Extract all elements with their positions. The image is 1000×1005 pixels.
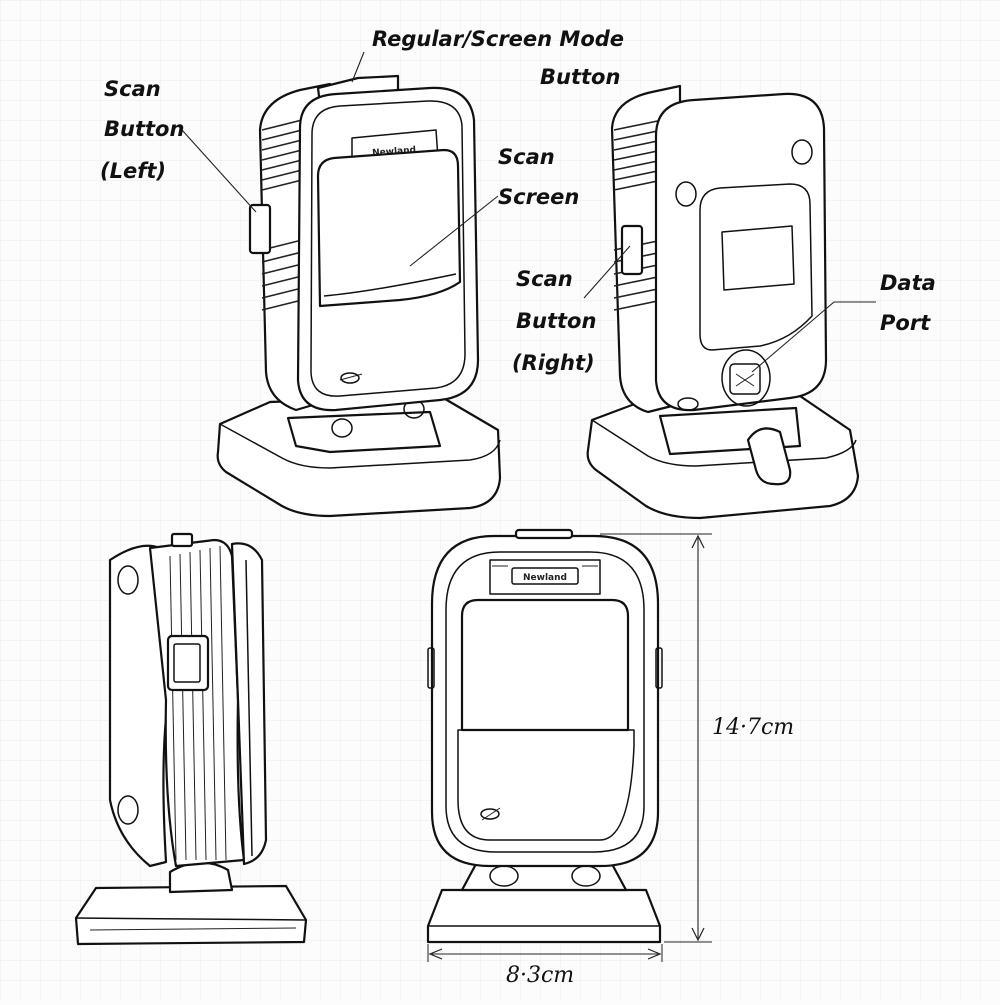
mode-button-label-2: Button	[540, 65, 620, 89]
width-dimension-label: 8·3cm	[506, 963, 574, 988]
scanner-front-view: Newland	[426, 528, 663, 944]
mode-button-label-1: Regular/Screen Mode	[372, 27, 624, 51]
scanner-front-perspective: Newland	[216, 74, 502, 518]
scan-button-right-part	[620, 224, 644, 276]
dimension-height: 14·7cm	[600, 533, 794, 943]
mode-button-leader	[351, 51, 365, 83]
scan-left-label-2: Button	[104, 117, 184, 141]
brand-logo-front-view: Newland	[523, 573, 567, 583]
scanner-side-view	[74, 532, 308, 946]
height-dimension-label: 14·7cm	[712, 715, 794, 740]
scan-right-leader	[583, 245, 631, 299]
data-port-label-1: Data	[880, 271, 936, 295]
scan-right-label-3: (Right)	[512, 351, 595, 375]
scan-left-label-3: (Left)	[100, 159, 166, 183]
scan-button-left-part	[248, 203, 272, 255]
scan-right-label-1: Scan	[516, 267, 573, 291]
data-port-leader	[751, 301, 876, 373]
scan-left-leader	[181, 129, 257, 213]
cable-clip-part	[746, 427, 792, 486]
scan-screen-leader	[409, 195, 499, 267]
scan-screen-label-2: Screen	[498, 185, 579, 209]
dimension-width: 8·3cm	[427, 944, 663, 988]
side-view-ribs	[169, 545, 227, 861]
scan-left-label-1: Scan	[104, 77, 161, 101]
data-port-part	[729, 363, 761, 395]
scan-screen-label-1: Scan	[498, 145, 555, 169]
scan-right-label-2: Button	[516, 309, 596, 333]
data-port-label-2: Port	[880, 311, 931, 335]
scanner-back-perspective	[586, 84, 860, 520]
